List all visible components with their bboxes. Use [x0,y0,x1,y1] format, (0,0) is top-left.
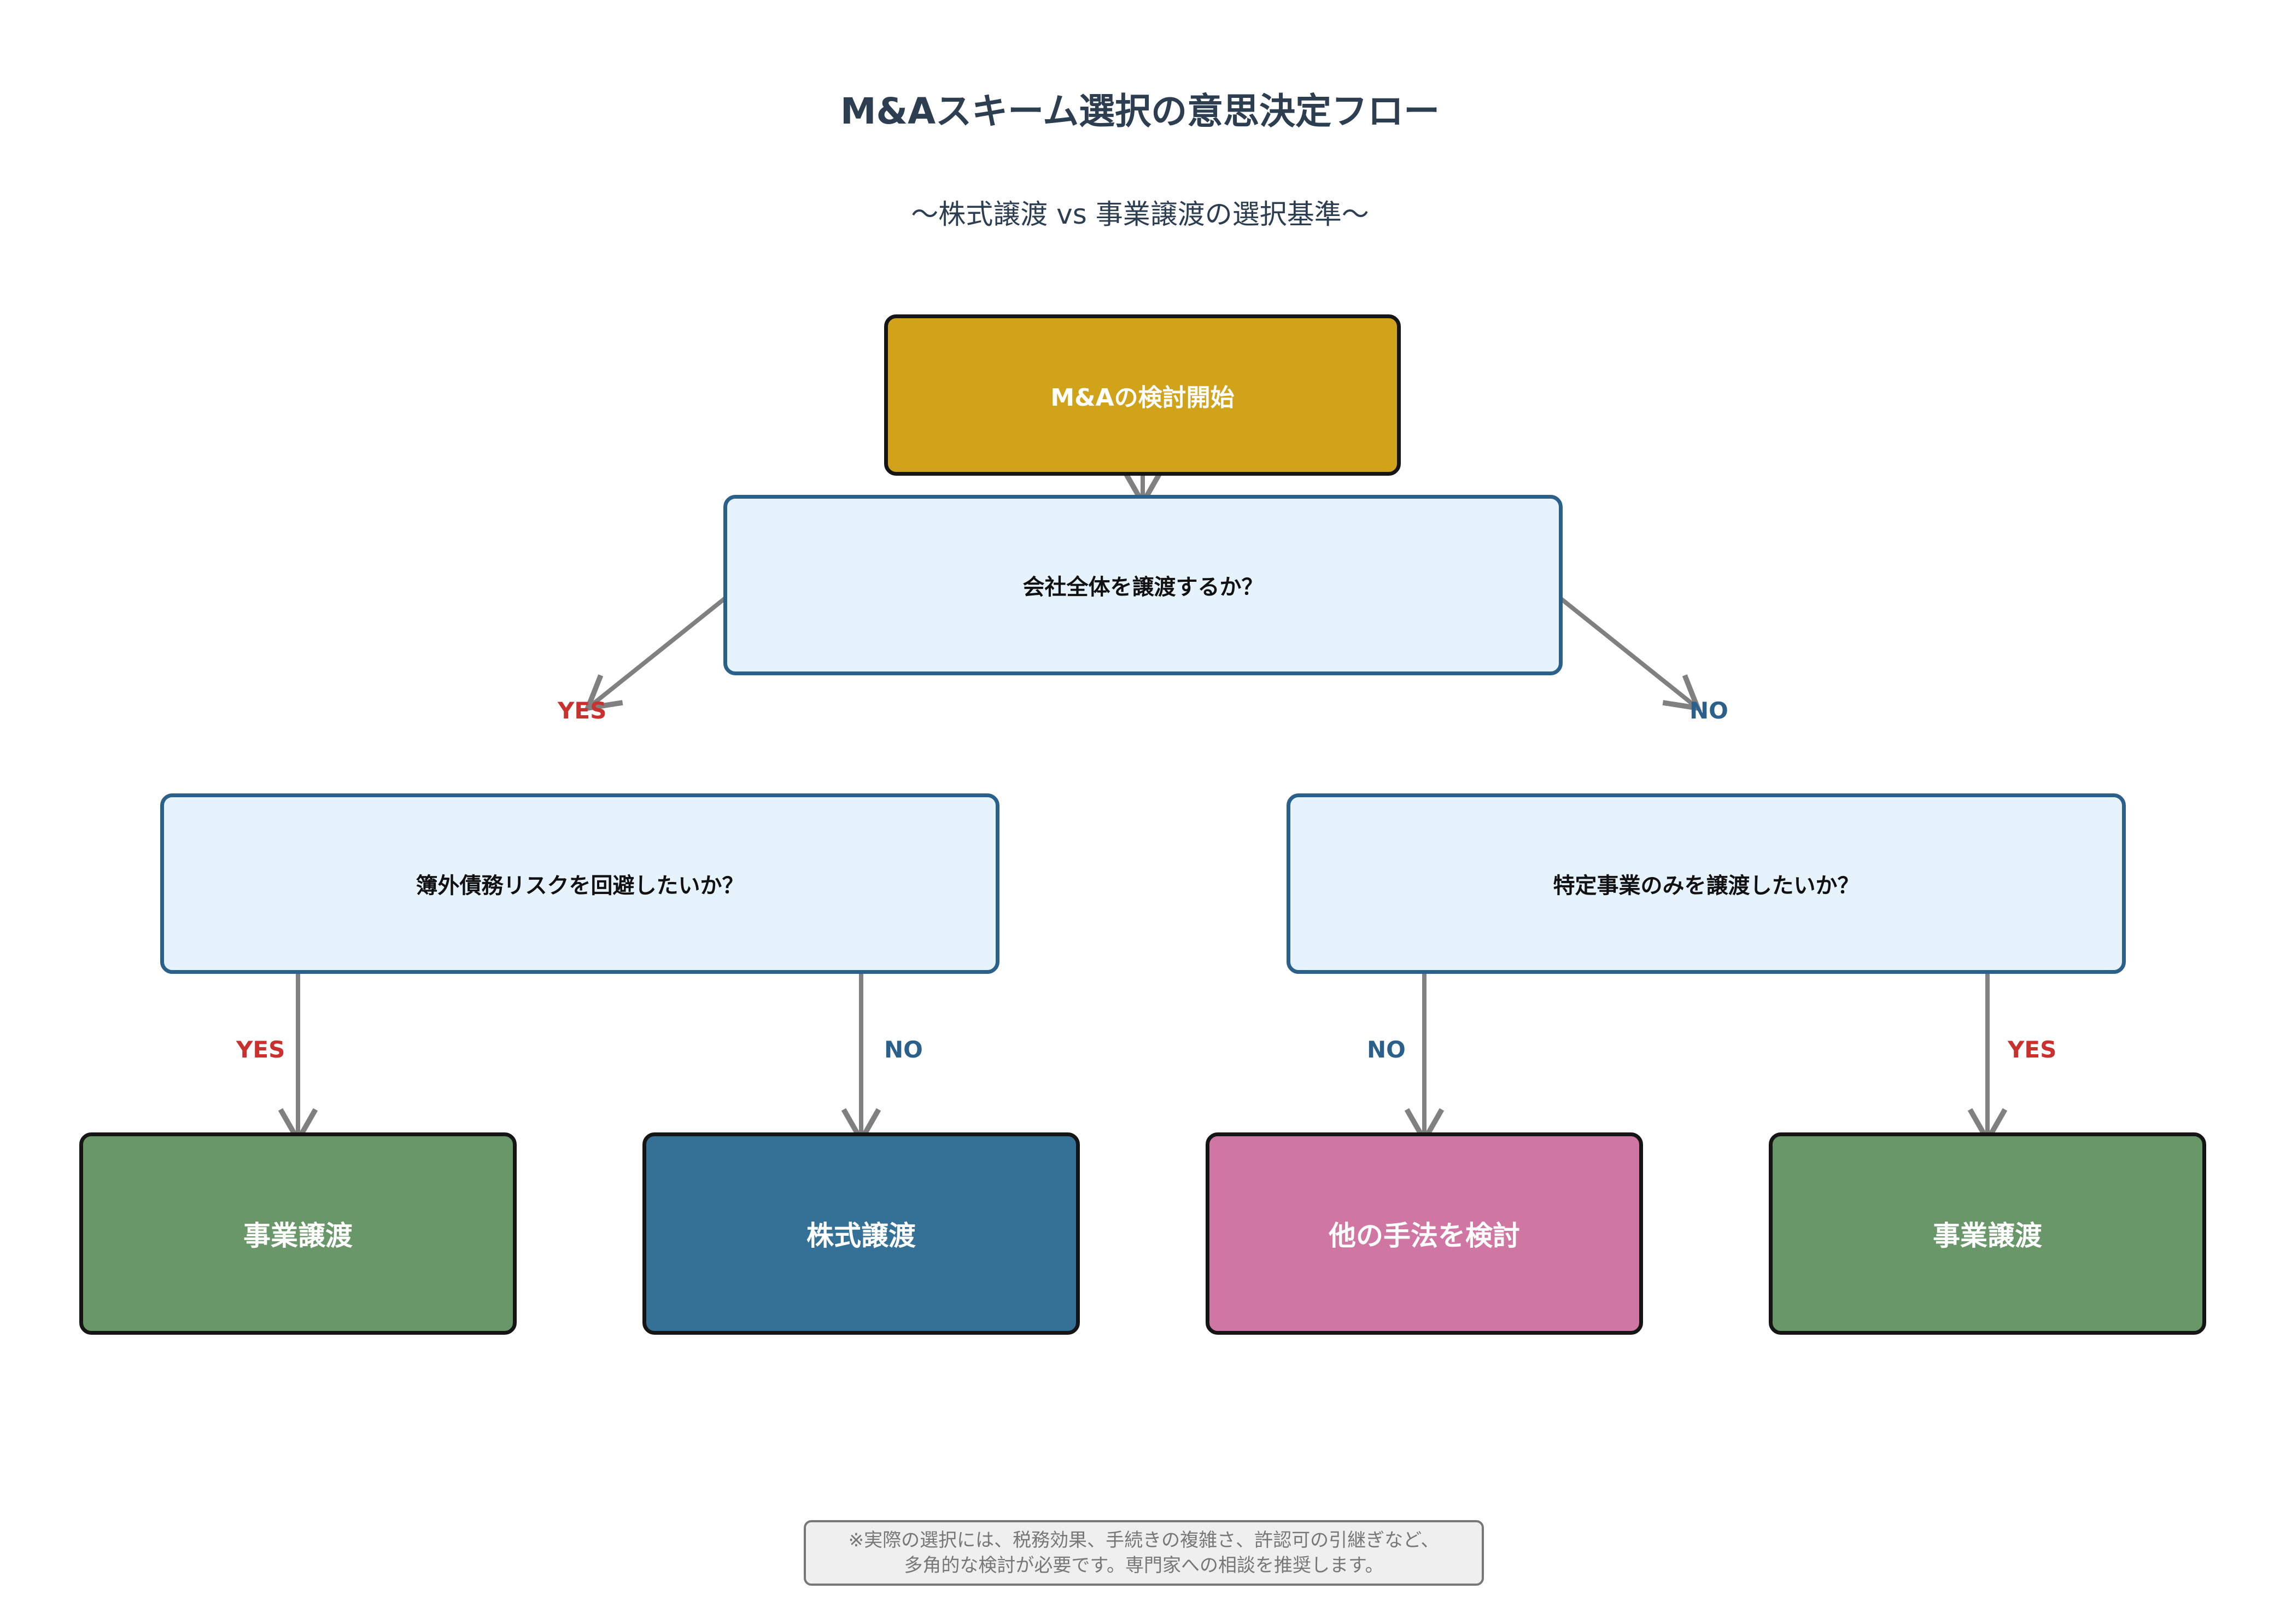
result-business-transfer-left: 事業譲渡 [79,1132,517,1335]
decision-specific-business-only: 特定事業のみを譲渡したいか？ [1287,793,2126,974]
footnote-box: ※実際の選択には、税務効果、手続きの複雑さ、許認可の引継ぎなど、 多角的な検討が… [804,1520,1484,1586]
edge-label-avoid-yes: YES [236,1036,285,1063]
page-subtitle: 〜株式譲渡 vs 事業譲渡の選択基準〜 [911,198,1369,230]
footnote-line-2: 多角的な検討が必要です。専門家への相談を推奨します。 [904,1555,1384,1576]
edge-label-whole-no: NO [1689,697,1728,724]
edge-label-avoid-no: NO [884,1036,923,1063]
edge-label-whole-yes: YES [558,697,607,724]
decision-avoid-offbalance-risk: 簿外債務リスクを回避したいか？ [160,793,999,974]
decision-whole-company: 会社全体を譲渡するか？ [723,495,1563,675]
start-node: M&Aの検討開始 [884,314,1401,476]
result-other-methods: 他の手法を検討 [1206,1132,1643,1335]
result-business-transfer-right: 事業譲渡 [1769,1132,2206,1335]
page-title: M&Aスキーム選択の意思決定フロー [840,90,1440,132]
result-share-transfer: 株式譲渡 [642,1132,1080,1335]
arrow-whole-yes [583,586,740,712]
arrow-whole-no [1546,586,1702,712]
footnote-line-1: ※実際の選択には、税務効果、手続きの複雑さ、許認可の引継ぎなど、 [848,1529,1440,1551]
edge-label-specific-no: NO [1367,1036,1406,1063]
edge-label-specific-yes: YES [2008,1036,2057,1063]
